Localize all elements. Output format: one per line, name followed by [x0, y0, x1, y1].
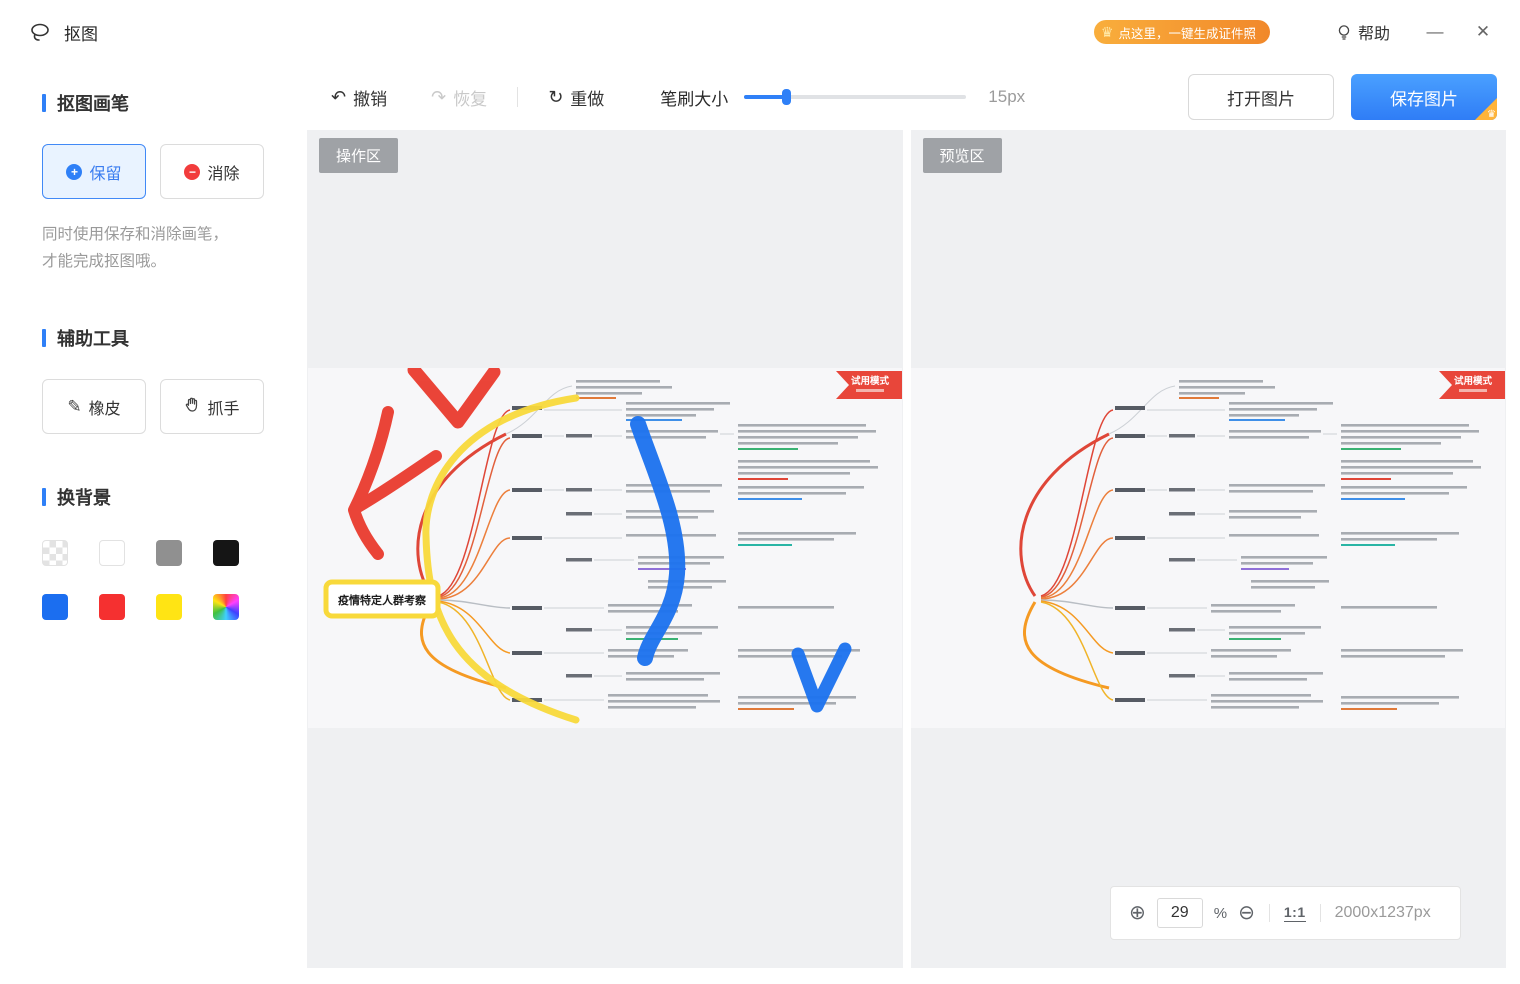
hand-icon: [184, 396, 200, 418]
operation-panel-label: 操作区: [319, 138, 399, 173]
vip-corner-ribbon: [1475, 98, 1497, 120]
matting-app-icon: [28, 20, 52, 44]
remove-label: 消除: [207, 165, 240, 183]
brush-hint: 同时使用保存和消除画笔， 才能完成抠图哦。: [42, 226, 229, 271]
undo-button[interactable]: ↶ 撤销: [331, 86, 388, 109]
operation-canvas[interactable]: 疫情特定人群考察: [308, 368, 902, 728]
operation-panel: 操作区 疫情特定人群考察: [307, 130, 903, 968]
bg-swatch-transparent[interactable]: [42, 540, 68, 567]
keep-label: 保留: [89, 165, 122, 183]
preview-panel-label: 预览区: [922, 138, 1002, 173]
eraser-tool-button[interactable]: ✎ 橡皮: [42, 379, 146, 435]
zoom-input[interactable]: [1156, 898, 1203, 928]
actual-size-button[interactable]: 1:1: [1283, 904, 1306, 922]
tools-section-title: 辅助工具: [57, 329, 129, 350]
close-button[interactable]: ✕: [1475, 22, 1491, 41]
bg-swatch-gray[interactable]: [156, 540, 182, 567]
background-section-header: 换背景: [42, 484, 279, 510]
remake-icon: ↻: [548, 86, 564, 107]
image-dimensions: 2000x1237px: [1334, 904, 1431, 921]
accent-bar: [42, 94, 46, 112]
mindmap-root-node: 疫情特定人群考察: [323, 579, 441, 619]
remove-brush-strokes: [348, 368, 501, 560]
slider-track[interactable]: [744, 95, 967, 99]
titlebar: 抠图 ♛ 点这里，一键生成证件照 帮助 — ✕: [0, 0, 1520, 64]
bg-swatch-black[interactable]: [213, 540, 239, 567]
redo-button[interactable]: ↷ 恢复: [431, 86, 488, 109]
canvas-area: 操作区 疫情特定人群考察: [307, 130, 1520, 984]
remove-brush-button[interactable]: − 消除: [160, 144, 264, 199]
toolbar: ↶ 撤销 ↷ 恢复 ↻ 重做 笔刷大小 15px 打开图片: [307, 64, 1520, 130]
help-label: 帮助: [1357, 26, 1390, 43]
keep-brush-button[interactable]: + 保留: [42, 144, 146, 199]
bg-swatch-yellow[interactable]: [156, 594, 182, 621]
crown-icon: ♛: [1100, 24, 1114, 40]
brush-section-header: 抠图画笔: [42, 90, 279, 116]
zoom-toolbar: ⊕ % ⊖ 1:1 2000x1237px: [1110, 886, 1461, 940]
minimize-button[interactable]: —: [1426, 22, 1444, 41]
brush-size-value: 15px: [988, 87, 1026, 106]
preview-canvas: [911, 368, 1505, 728]
zoom-out-icon[interactable]: ⊖: [1238, 902, 1255, 924]
divider: [1319, 904, 1321, 922]
zoom-in-icon[interactable]: ⊕: [1129, 902, 1146, 924]
bg-swatch-rainbow[interactable]: [213, 594, 239, 621]
app-title: 抠图: [64, 24, 98, 44]
accent-bar: [42, 329, 46, 348]
plus-circle-icon: +: [66, 163, 83, 180]
bg-swatch-red[interactable]: [99, 594, 125, 621]
tools-section-header: 辅助工具: [42, 325, 279, 351]
keep-brush-strokes: [630, 416, 852, 713]
save-image-button[interactable]: 保存图片 ♛: [1351, 74, 1497, 120]
sidebar: 抠图画笔 + 保留 − 消除 同时使用保存和消除画笔， 才能完成抠图哦。 辅助工…: [0, 64, 307, 984]
eraser-icon: ✎: [67, 396, 82, 416]
divider: [517, 87, 519, 107]
trace-brush-stroke: [422, 394, 580, 724]
hand-label: 抓手: [207, 400, 240, 418]
accent-bar: [42, 488, 46, 507]
open-image-button[interactable]: 打开图片: [1188, 74, 1334, 120]
background-section-title: 换背景: [57, 488, 111, 509]
help-button[interactable]: 帮助: [1336, 20, 1390, 44]
promo-label: 点这里，一键生成证件照: [1118, 26, 1256, 41]
undo-icon: ↶: [331, 86, 347, 107]
brush-size-slider[interactable]: [744, 89, 967, 105]
remake-button[interactable]: ↻ 重做: [548, 86, 605, 109]
bulb-icon: [1338, 24, 1350, 40]
crown-icon: ♛: [1487, 109, 1496, 120]
svg-text:疫情特定人群考察: 疫情特定人群考察: [338, 593, 427, 607]
divider: [1268, 904, 1270, 922]
brush-size-label: 笔刷大小: [660, 89, 729, 109]
idphoto-promo-button[interactable]: ♛ 点这里，一键生成证件照: [1093, 20, 1270, 44]
hand-tool-button[interactable]: 抓手: [160, 379, 264, 435]
bg-swatch-white[interactable]: [99, 540, 125, 567]
slider-fill: [744, 95, 787, 99]
percent-sign: %: [1213, 904, 1228, 922]
eraser-label: 橡皮: [88, 400, 121, 418]
slider-handle[interactable]: [782, 89, 792, 105]
minus-circle-icon: −: [184, 163, 201, 180]
brush-section-title: 抠图画笔: [57, 94, 129, 114]
bg-swatch-blue[interactable]: [42, 594, 68, 621]
preview-panel: 预览区 ⊕ % ⊖ 1:1 2000x1237px: [910, 130, 1506, 968]
background-swatches: [42, 540, 279, 621]
redo-icon: ↷: [431, 86, 447, 107]
